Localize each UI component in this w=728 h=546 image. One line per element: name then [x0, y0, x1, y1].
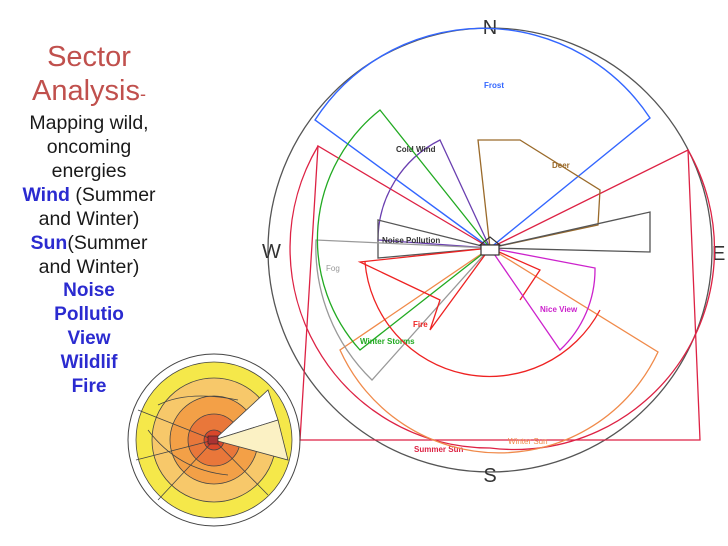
item-view: View — [67, 328, 111, 349]
deer-label: Deer — [552, 161, 570, 170]
item-wildlife: Wildlif — [60, 352, 118, 373]
item-noise-1: Noise — [63, 280, 115, 301]
sun-line-2: and Winter) — [38, 256, 140, 278]
zone-thumbnail-image — [127, 353, 301, 527]
summer-sun-sector — [299, 144, 701, 441]
frost-label: Frost — [484, 81, 504, 90]
deer-sector — [477, 139, 601, 249]
winter-sun-sector — [339, 247, 659, 454]
fire-label: Fire — [413, 320, 428, 329]
sun-keyword: Sun — [30, 232, 68, 254]
desc-line-3: energies — [51, 160, 127, 182]
winter-sun-label: Winter Sun — [508, 437, 548, 446]
frost-sector — [314, 27, 651, 249]
noise-pollution-sector — [377, 211, 651, 259]
cold-wind-sector — [377, 139, 492, 249]
house-icon — [478, 236, 502, 256]
cold-wind-label: Cold Wind — [396, 145, 436, 154]
winter-storms-sector — [316, 109, 491, 351]
compass-east: E — [712, 243, 725, 265]
fog-label: Fog — [326, 264, 340, 273]
item-fire: Fire — [71, 376, 107, 397]
wind-rest: (Summer — [69, 184, 156, 206]
title-dash: - — [140, 84, 146, 104]
fire-arc — [364, 261, 601, 378]
description-panel: Sector Analysis- Mapping wild, oncoming … — [0, 40, 178, 399]
wind-keyword: Wind — [22, 184, 70, 206]
title: Sector Analysis- — [0, 40, 178, 111]
winter-storms-label: Winter Storms — [360, 337, 415, 346]
summer-sun-arc — [289, 145, 716, 451]
desc-line-1: Mapping wild, — [29, 112, 149, 134]
summer-sun-label: Summer Sun — [414, 445, 463, 454]
title-line-1: Sector — [47, 41, 131, 73]
sun-rest: (Summer — [67, 232, 148, 254]
fog-sector — [315, 239, 492, 381]
noise-pollution-label: Noise Pollution — [382, 236, 440, 245]
title-line-2: Analysis — [32, 75, 140, 107]
compass-west: W — [262, 241, 281, 263]
fire-sector — [357, 247, 541, 331]
item-noise-2: Pollutio — [54, 304, 124, 325]
nice-view-label: Nice View — [540, 305, 578, 314]
compass-south: S — [483, 465, 496, 487]
wind-line-2: and Winter) — [38, 208, 140, 230]
desc-line-2: oncoming — [46, 136, 132, 158]
nice-view-sector — [488, 247, 596, 351]
